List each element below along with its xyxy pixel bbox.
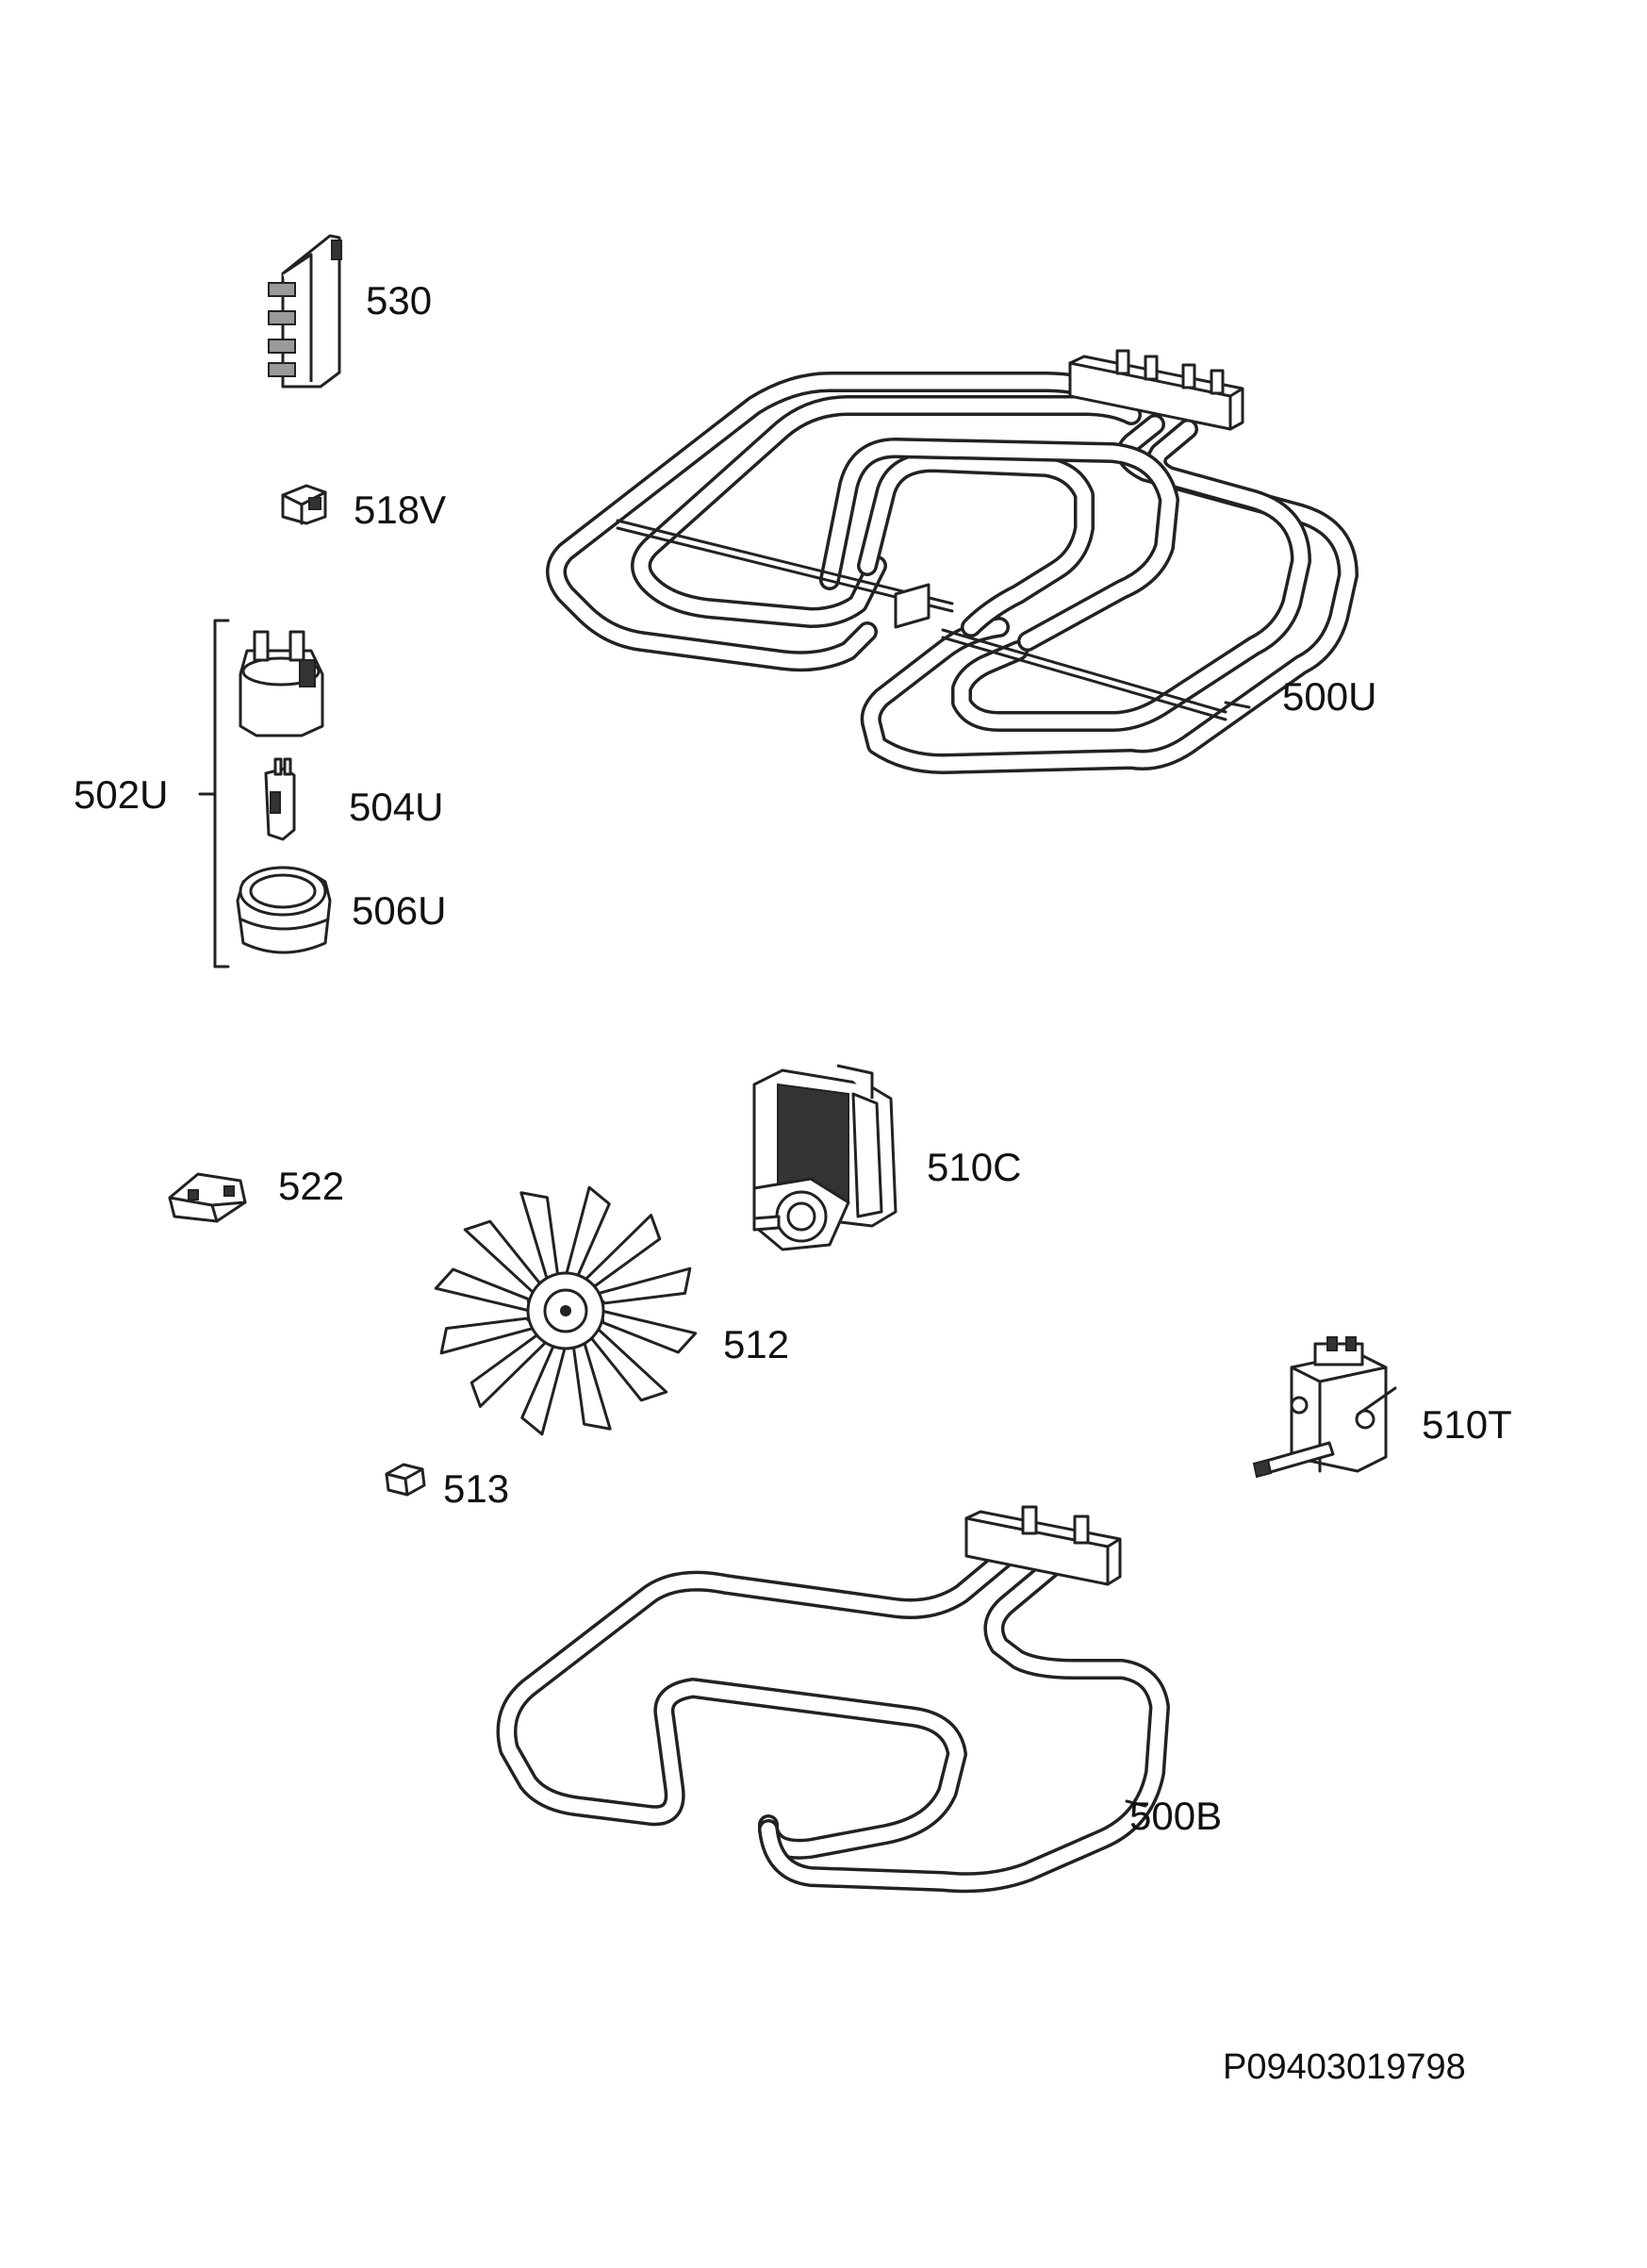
callout-513: 513 [443,1466,510,1511]
part-502u-lamp-housing-drawing [239,630,324,737]
part-510t-thermostat-drawing [1252,1336,1397,1479]
callout-530: 530 [366,278,433,323]
part-500b-bottom-element-drawing [496,1505,1170,1894]
part-510c-fan-motor-drawing [752,1064,898,1251]
part-512-fan-blade-drawing [434,1185,698,1436]
part-518v-clip-drawing [281,484,327,525]
callout-500b: 500B [1129,1794,1223,1838]
drawing-code: P09403019798 [1223,2047,1466,2087]
part-506u-glass-cover-drawing [236,866,332,954]
part-502u-group-bracket [198,619,230,968]
fan-center-hole [560,1305,571,1316]
callout-506u: 506U [352,888,447,933]
callout-518v: 518V [354,488,447,532]
callout-502u: 502U [74,772,169,817]
fan-hub-inner [543,1288,588,1333]
callout-504u: 504U [349,785,444,829]
callout-500u: 500U [1282,674,1377,719]
callout-510c: 510C [927,1145,1022,1189]
callout-512: 512 [723,1322,790,1366]
part-513-nut-drawing [385,1463,426,1497]
part-530-terminal-block-drawing [268,234,342,389]
callout-522: 522 [278,1164,345,1208]
callout-510t: 510T [1422,1402,1512,1447]
part-504u-bulb-drawing [264,757,296,841]
leader-lines [1125,701,1251,1808]
part-522-connector-drawing [168,1172,247,1223]
part-500u-grill-element-drawing [546,349,1359,774]
